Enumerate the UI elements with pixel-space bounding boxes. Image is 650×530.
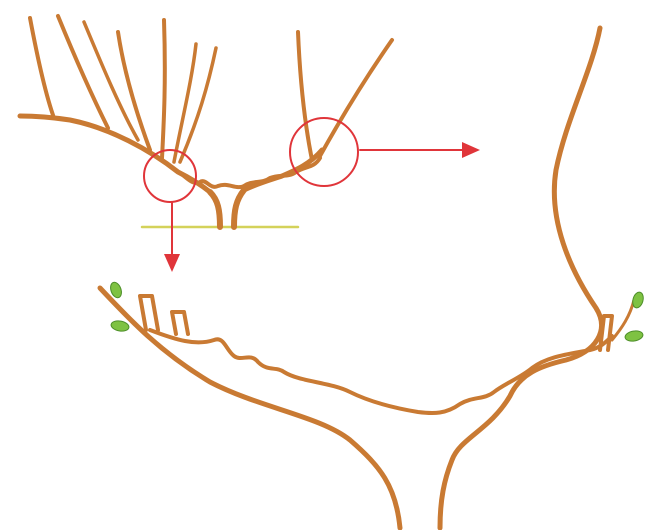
upper-cane-1	[30, 18, 54, 118]
upper-vine-before-pruning	[20, 16, 480, 272]
upper-cane-5	[162, 20, 165, 158]
lower-vine-after-pruning	[100, 28, 645, 528]
upper-trunk	[210, 190, 244, 227]
upper-cordon-knots	[178, 158, 320, 187]
arrow-right-icon	[360, 142, 480, 158]
lower-cordon	[150, 330, 612, 413]
lower-spur-left-2	[172, 312, 188, 334]
lower-spur-left-1	[140, 296, 158, 330]
arrow-down-icon	[164, 202, 180, 272]
upper-cane-6	[174, 44, 196, 162]
upper-cane-right-1	[298, 32, 312, 160]
lower-spur-right	[600, 316, 612, 350]
upper-cane-2	[58, 16, 108, 128]
leaf-bud-icon	[110, 320, 129, 333]
lower-trunk-right	[440, 28, 601, 528]
leaf-bud-icon	[624, 330, 643, 343]
